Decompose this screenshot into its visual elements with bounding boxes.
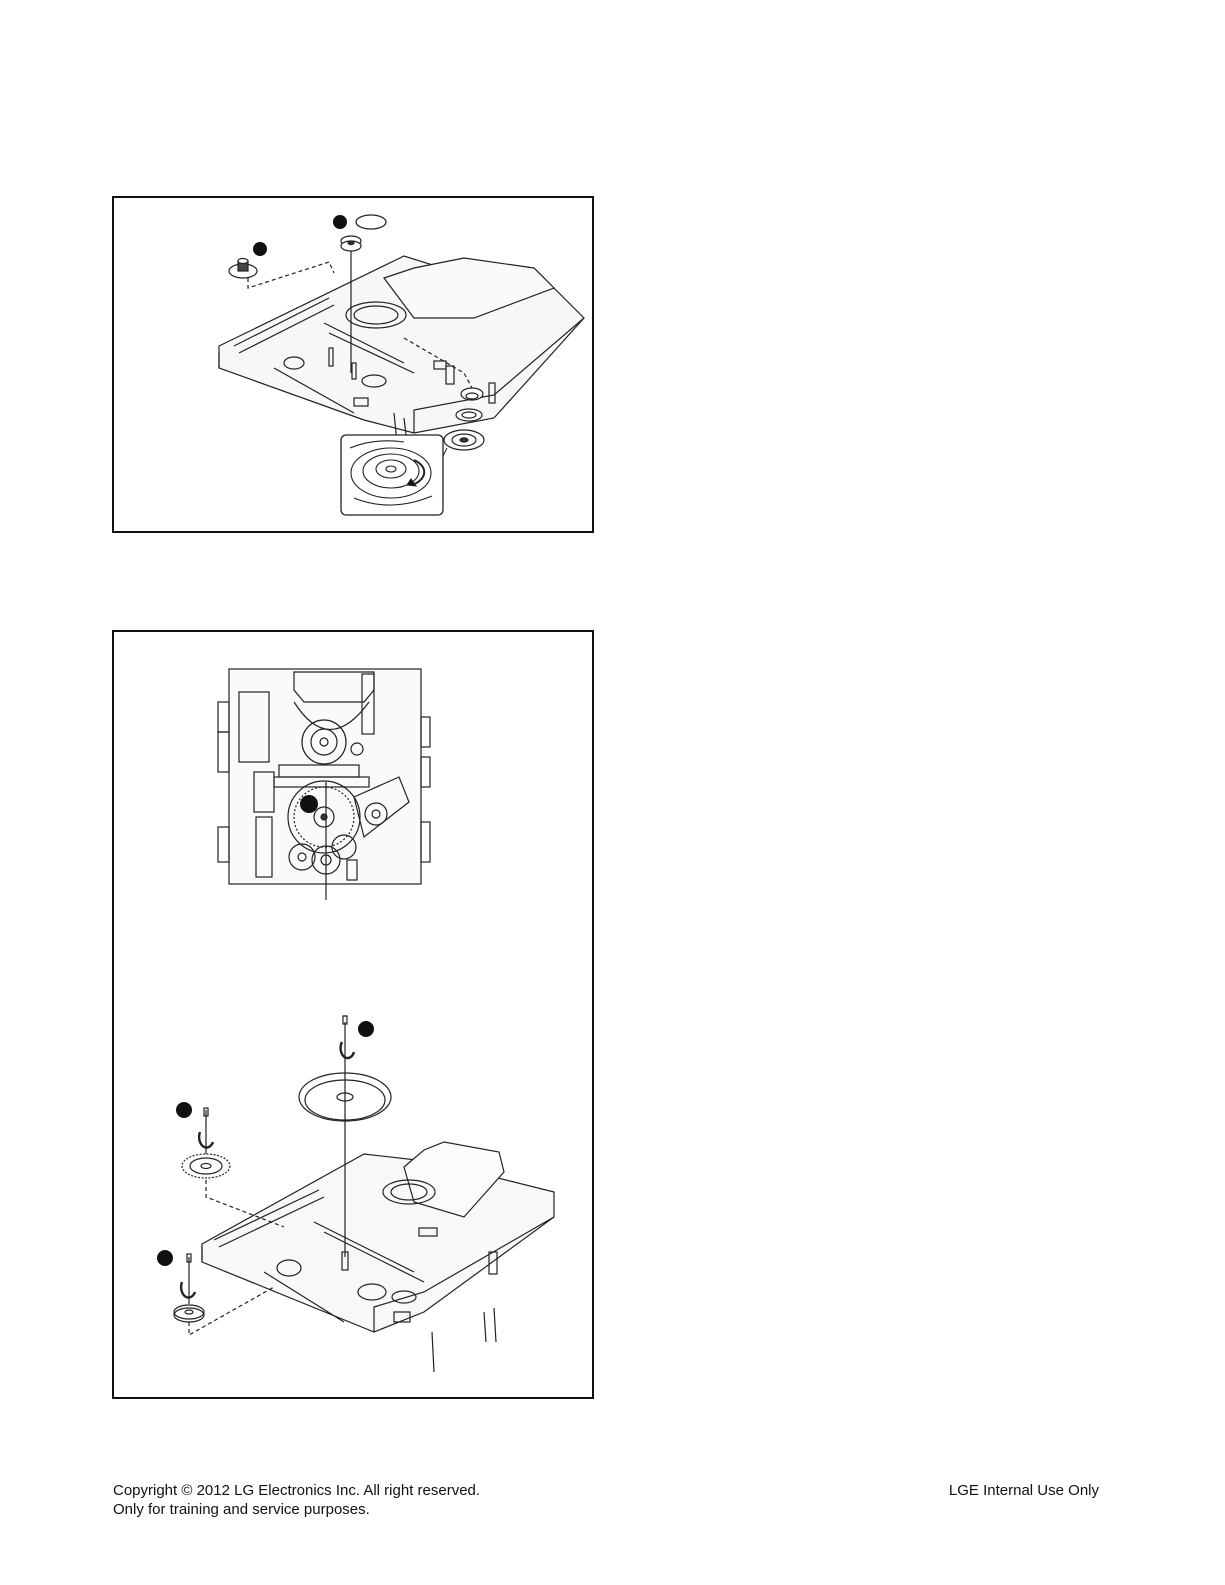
footer-copyright: Copyright © 2012 LG Electronics Inc. All…	[113, 1481, 480, 1519]
figure-bottom-and-exploded-view	[112, 630, 594, 1399]
copyright-text: Copyright © 2012 LG Electronics Inc. All…	[113, 1481, 480, 1500]
internal-use-text: LGE Internal Use Only	[949, 1481, 1099, 1500]
footer-internal: LGE Internal Use Only	[949, 1481, 1099, 1500]
mechanism-drawing-2	[114, 632, 592, 1397]
figure-exploded-view-top	[112, 196, 594, 533]
purpose-text: Only for training and service purposes.	[113, 1500, 480, 1519]
mechanism-drawing-1	[114, 198, 592, 531]
